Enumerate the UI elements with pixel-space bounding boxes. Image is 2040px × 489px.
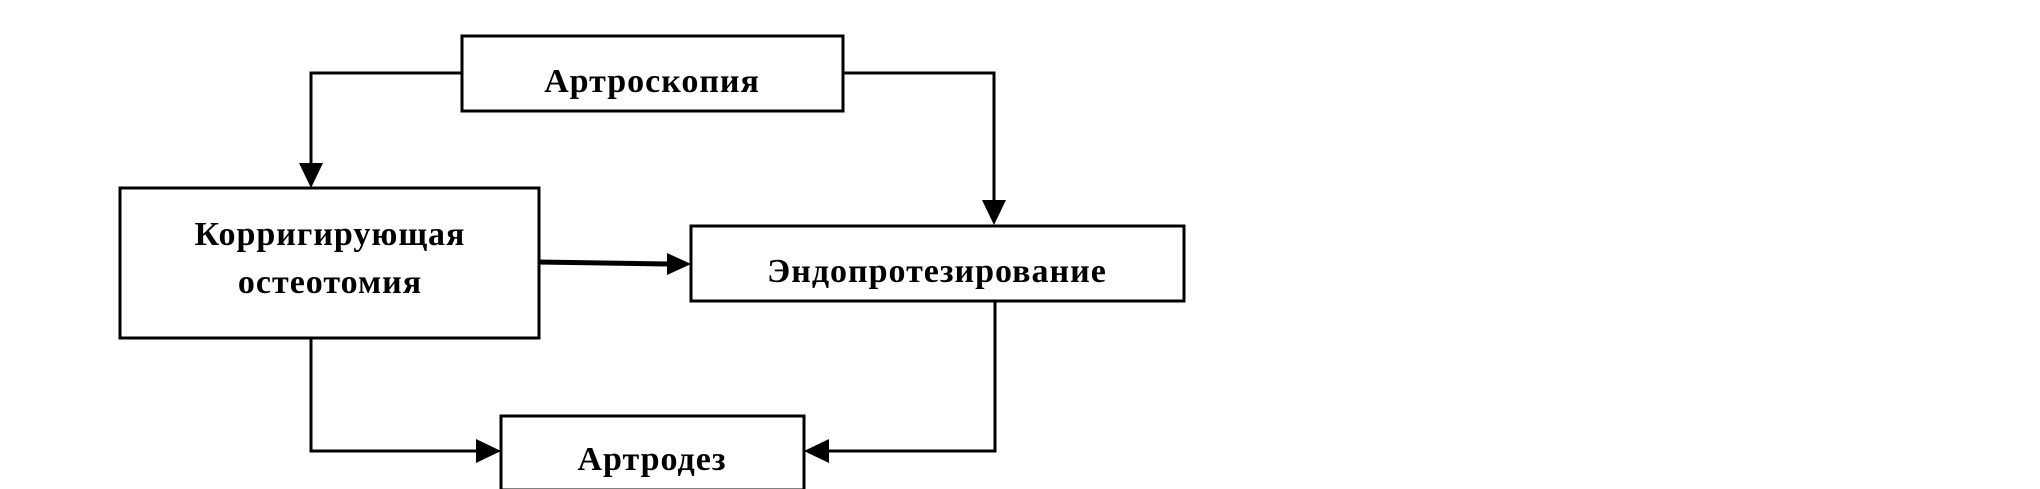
node-arthrodesis: Артродез [499,414,806,489]
node-osteotomy-box [118,186,541,340]
arrowhead-osteotomy-arthrodesis [476,439,501,463]
node-osteotomy-label-line2: остеотомия [238,264,422,301]
node-arthroscopy: Артроскопия [460,34,845,113]
node-arthroscopy-box [460,34,845,113]
edge-arthroscopy-osteotomy [309,71,462,163]
node-endoprosthesis: Эндопротезирование [689,224,1186,303]
edge-osteotomy-endoprosthesis [537,259,668,267]
arrowhead-arthroscopy-osteotomy [299,163,323,188]
node-arthroscopy-label: Артроскопия [544,63,760,100]
arrowhead-endoprosthesis-arthrodesis [804,439,829,463]
node-osteotomy-label-line1: Корригирующая [195,216,466,253]
node-arthrodesis-box [499,414,806,489]
node-endoprosthesis-label: Эндопротезирование [767,253,1107,290]
arrowhead-osteotomy-endoprosthesis [667,253,691,275]
node-endoprosthesis-box [689,224,1186,303]
edge-arthroscopy-endoprosthesis [843,71,996,200]
arrowhead-arthroscopy-endoprosthesis [982,200,1006,225]
edge-osteotomy-arthrodesis [309,338,476,453]
edge-endoprosthesis-arthrodesis [829,300,997,453]
node-arthrodesis-label: Артродез [577,441,726,478]
node-osteotomy: Корригирующая остеотомия [118,186,541,340]
